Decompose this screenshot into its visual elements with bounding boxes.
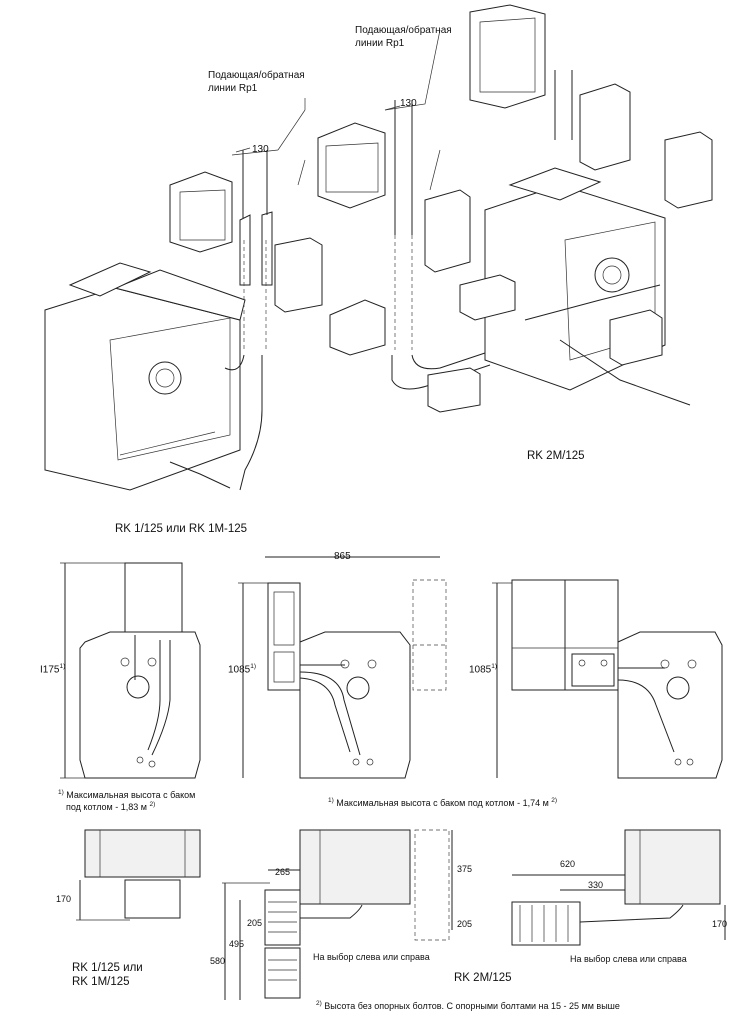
note3: 2) Высота без опорных болтов. С опорными… <box>316 1000 620 1011</box>
note1-line2: под котлом - 1,83 м 2) <box>66 801 156 812</box>
dim-375: 375 <box>457 864 473 874</box>
dim-495: 495 <box>229 939 245 949</box>
boiler-rk1-isometric <box>44 262 263 491</box>
note1-line1: 1) Максимальная высота с баком <box>58 789 196 800</box>
dim-170-a: 170 <box>56 894 72 904</box>
elevation-rk1 <box>60 562 201 779</box>
model-rk1-bottom-1: RK 1/125 или <box>72 962 143 974</box>
elevation-rk1m <box>238 556 447 779</box>
elevation-rk2m <box>492 579 723 779</box>
dim-205-a: 205 <box>247 918 263 928</box>
dim-170-b: 170 <box>712 919 728 929</box>
dim-205-b: 205 <box>457 919 473 929</box>
pump-group-2 <box>317 29 491 413</box>
dim-265: 265 <box>275 867 291 877</box>
supply-return-label-2: Подающая/обратная <box>355 25 452 36</box>
dim-130-b: 130 <box>400 98 417 109</box>
side-rk2m-right <box>511 829 726 946</box>
choice-label-b: На выбор слева или справа <box>570 954 687 964</box>
dim-580: 580 <box>210 956 226 966</box>
supply-return-label-2b: линии Rp1 <box>355 38 405 49</box>
dim-330: 330 <box>588 880 604 890</box>
dim-620: 620 <box>560 859 576 869</box>
model-rk2m-bottom: RK 2M/125 <box>454 972 512 984</box>
dim-865: 865 <box>334 551 351 562</box>
supply-return-label-1: Подающая/обратная <box>208 70 305 81</box>
model-rk2m-top: RK 2M/125 <box>527 450 585 462</box>
model-rk1-bottom-2: RK 1M/125 <box>72 976 130 988</box>
side-rk1 <box>76 829 201 921</box>
dim-1175: I1751) <box>40 663 66 676</box>
side-rk2m-left <box>222 829 453 1000</box>
choice-label-a: На выбор слева или справа <box>313 952 430 962</box>
dim-130-markers <box>235 105 401 153</box>
note2: 1) Максимальная высота с баком под котло… <box>328 797 558 808</box>
pump-group-1 <box>169 98 323 350</box>
dim-1085-a: 10851) <box>228 663 257 676</box>
supply-return-label-1b: линии Rp1 <box>208 83 258 94</box>
dim-1085-b: 10851) <box>469 663 498 676</box>
dim-130-a: 130 <box>252 144 269 155</box>
boiler-rk2m-isometric <box>459 4 713 406</box>
model-rk1-top: RK 1/125 или RK 1M-125 <box>115 523 248 535</box>
